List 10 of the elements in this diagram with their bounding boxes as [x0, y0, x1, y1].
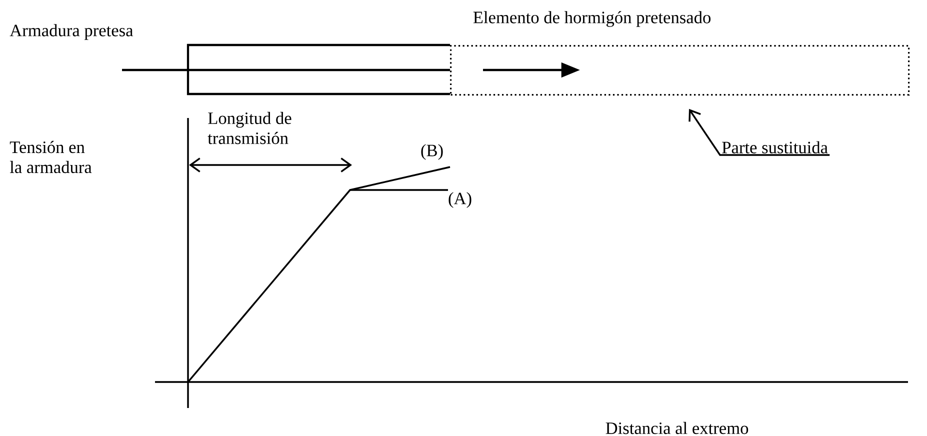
label-text: Elemento de hormigón pretensado: [473, 11, 711, 27]
label-text: Armadura pretesa: [10, 24, 134, 40]
label-text: Distancia al extremo: [606, 422, 748, 434]
label-text: (B): [421, 144, 443, 160]
callout-text: Parte sustituida: [722, 141, 828, 154]
label-text: Tensión en la armadura: [10, 140, 92, 174]
member-outline: [450, 45, 910, 96]
label-text: Longitud de transmisión: [208, 112, 292, 144]
leader-line: [688, 108, 830, 156]
label-text: (A): [448, 192, 472, 208]
